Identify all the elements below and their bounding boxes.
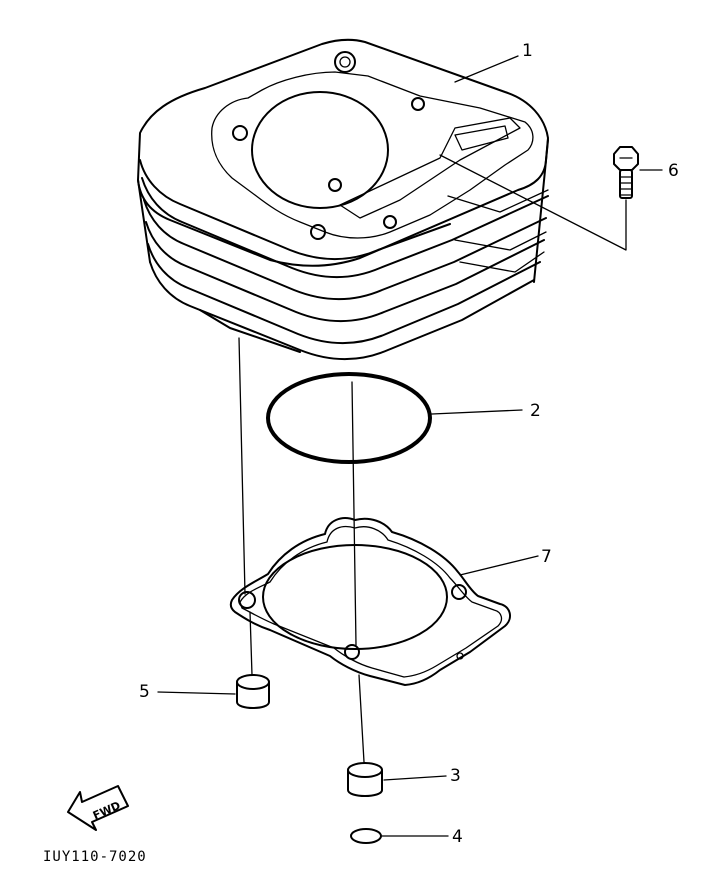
callout-5-label: 5	[139, 682, 150, 702]
dowel-pin-right-part	[347, 762, 383, 797]
forward-arrow-icon	[67, 785, 129, 831]
cylinder-gasket-part	[229, 517, 512, 686]
leader-lines	[157, 55, 663, 837]
callout-7-label: 7	[541, 547, 552, 567]
callout-1-label: 1	[522, 41, 533, 61]
o-ring-part	[266, 372, 432, 464]
callout-3-label: 3	[450, 766, 461, 786]
callout-4-label: 4	[452, 827, 463, 847]
callout-2-label: 2	[530, 401, 541, 421]
forward-direction-badge: FWD	[67, 785, 129, 831]
dowel-pin-left-part	[236, 674, 270, 709]
bolt-part	[613, 146, 639, 199]
diagram-code: IUY110-7020	[43, 849, 147, 865]
small-o-ring-part	[350, 828, 382, 844]
cylinder-part	[137, 38, 549, 360]
assembly-guide-lines	[238, 154, 627, 763]
forward-label: FWD	[91, 799, 123, 823]
callout-6-label: 6	[668, 161, 679, 181]
